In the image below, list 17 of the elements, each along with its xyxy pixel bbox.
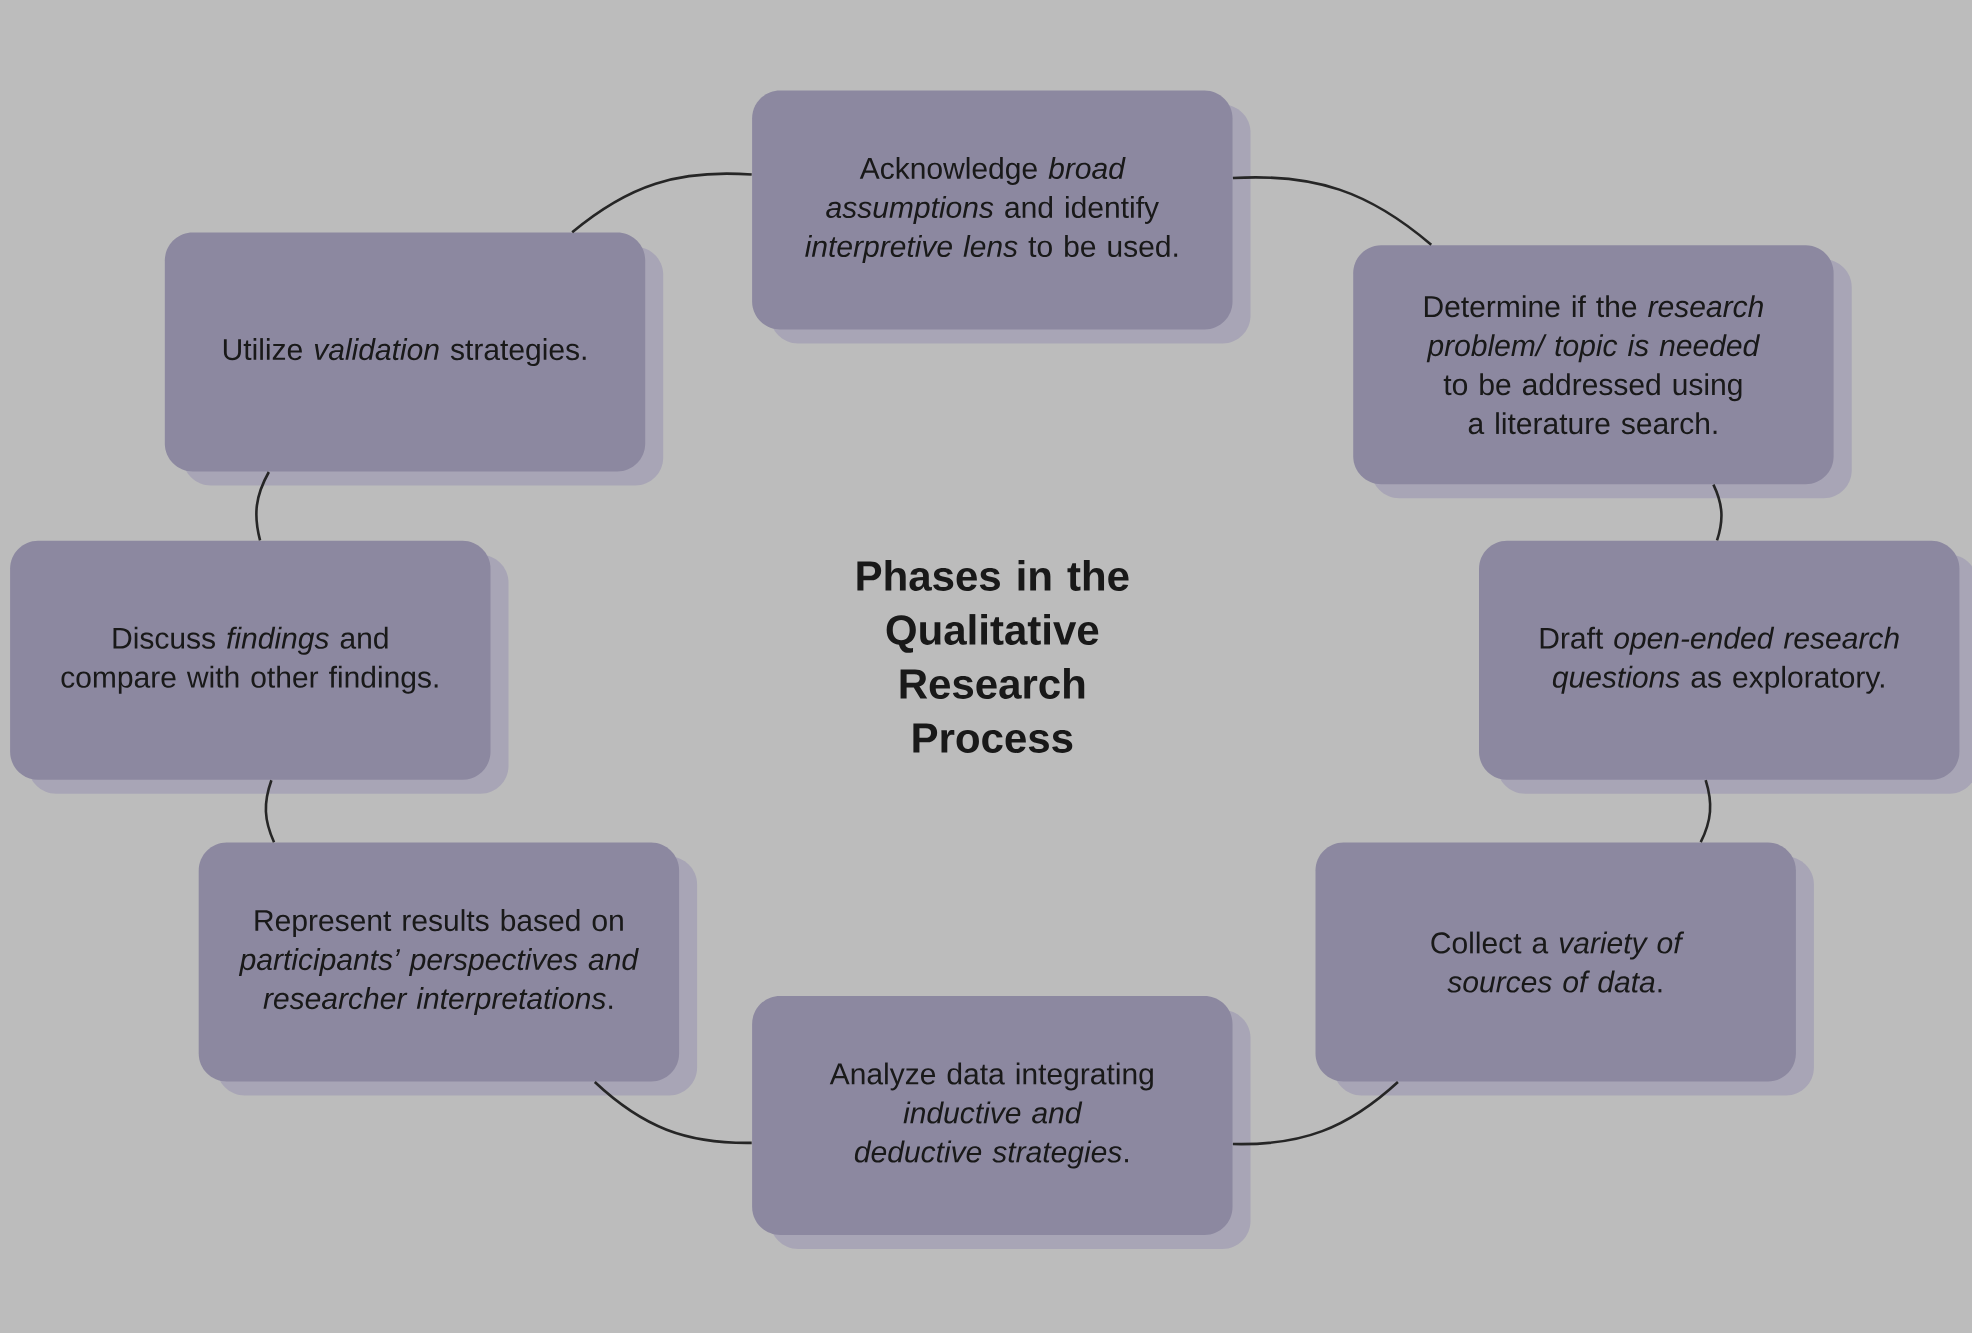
connector-arc (571, 172, 752, 234)
connector-arc (1232, 1081, 1399, 1146)
connector-arc (1232, 176, 1433, 246)
process-box: Determine if the research problem/ topic is needed to be addressed using a literature search. (1353, 245, 1852, 499)
process-box: Utilize validation strategies. (164, 232, 664, 486)
diagram-title: Phases in the Qualitative Research Process (857, 560, 1129, 753)
connector-arc (264, 779, 276, 843)
connector-arc (255, 471, 270, 541)
process-box: Discuss findings and compare with other findings. (10, 540, 509, 794)
process-box: Draft open-ended research questions as exploratory. (1479, 540, 1972, 794)
connector-arc (1712, 484, 1723, 541)
connector-arc (593, 1081, 752, 1145)
process-box: Collect a variety of sources of data. (1315, 842, 1814, 1096)
process-box: Represent results based on participants’ perspectives and researcher interpretations. (198, 842, 698, 1096)
process-box: Acknowledge broad assumptions and identify interpretive lens to be used. (752, 90, 1251, 344)
connector-arc (1699, 779, 1712, 843)
process-box: Analyze data integrating inductive and deductive strategies. (752, 996, 1251, 1249)
